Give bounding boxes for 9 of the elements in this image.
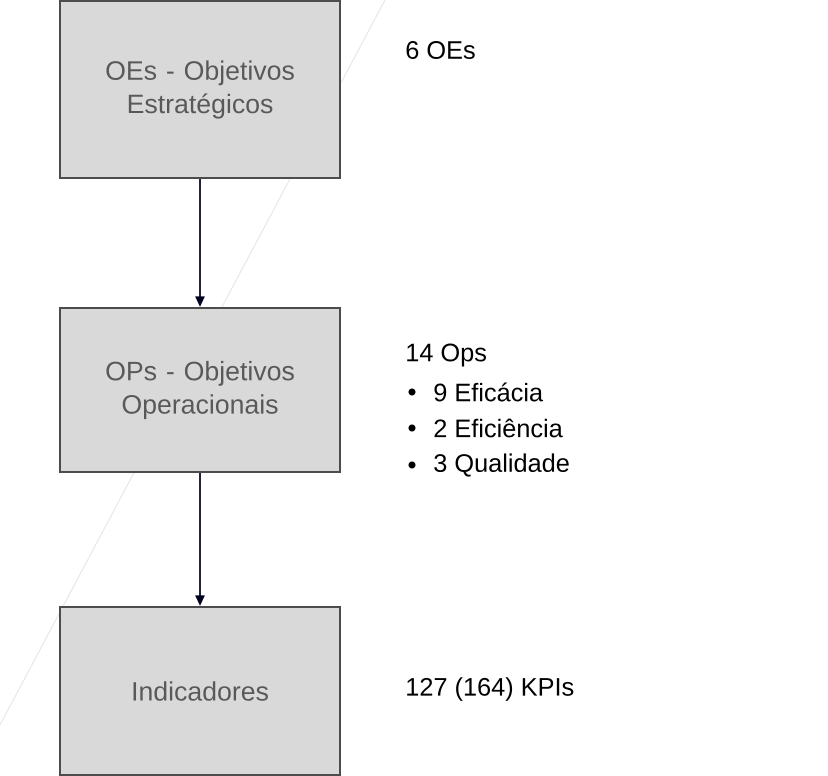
count-label: 127 (164) KPIs: [407, 677, 574, 701]
count-label: 6 OEs: [406, 41, 475, 59]
process-box: OEs - Objetivos Estratégicos: [59, 0, 341, 179]
process-box: Indicadores: [59, 606, 341, 776]
bullet-item: 3 Qualidade: [434, 453, 569, 477]
bullet-item: 2 Eficiência: [434, 418, 563, 438]
count-label: 14 Ops: [407, 344, 486, 366]
process-box: OPs - Objetivos Operacionais: [59, 307, 341, 473]
bullet-item: 9 Eficácia: [434, 382, 544, 402]
